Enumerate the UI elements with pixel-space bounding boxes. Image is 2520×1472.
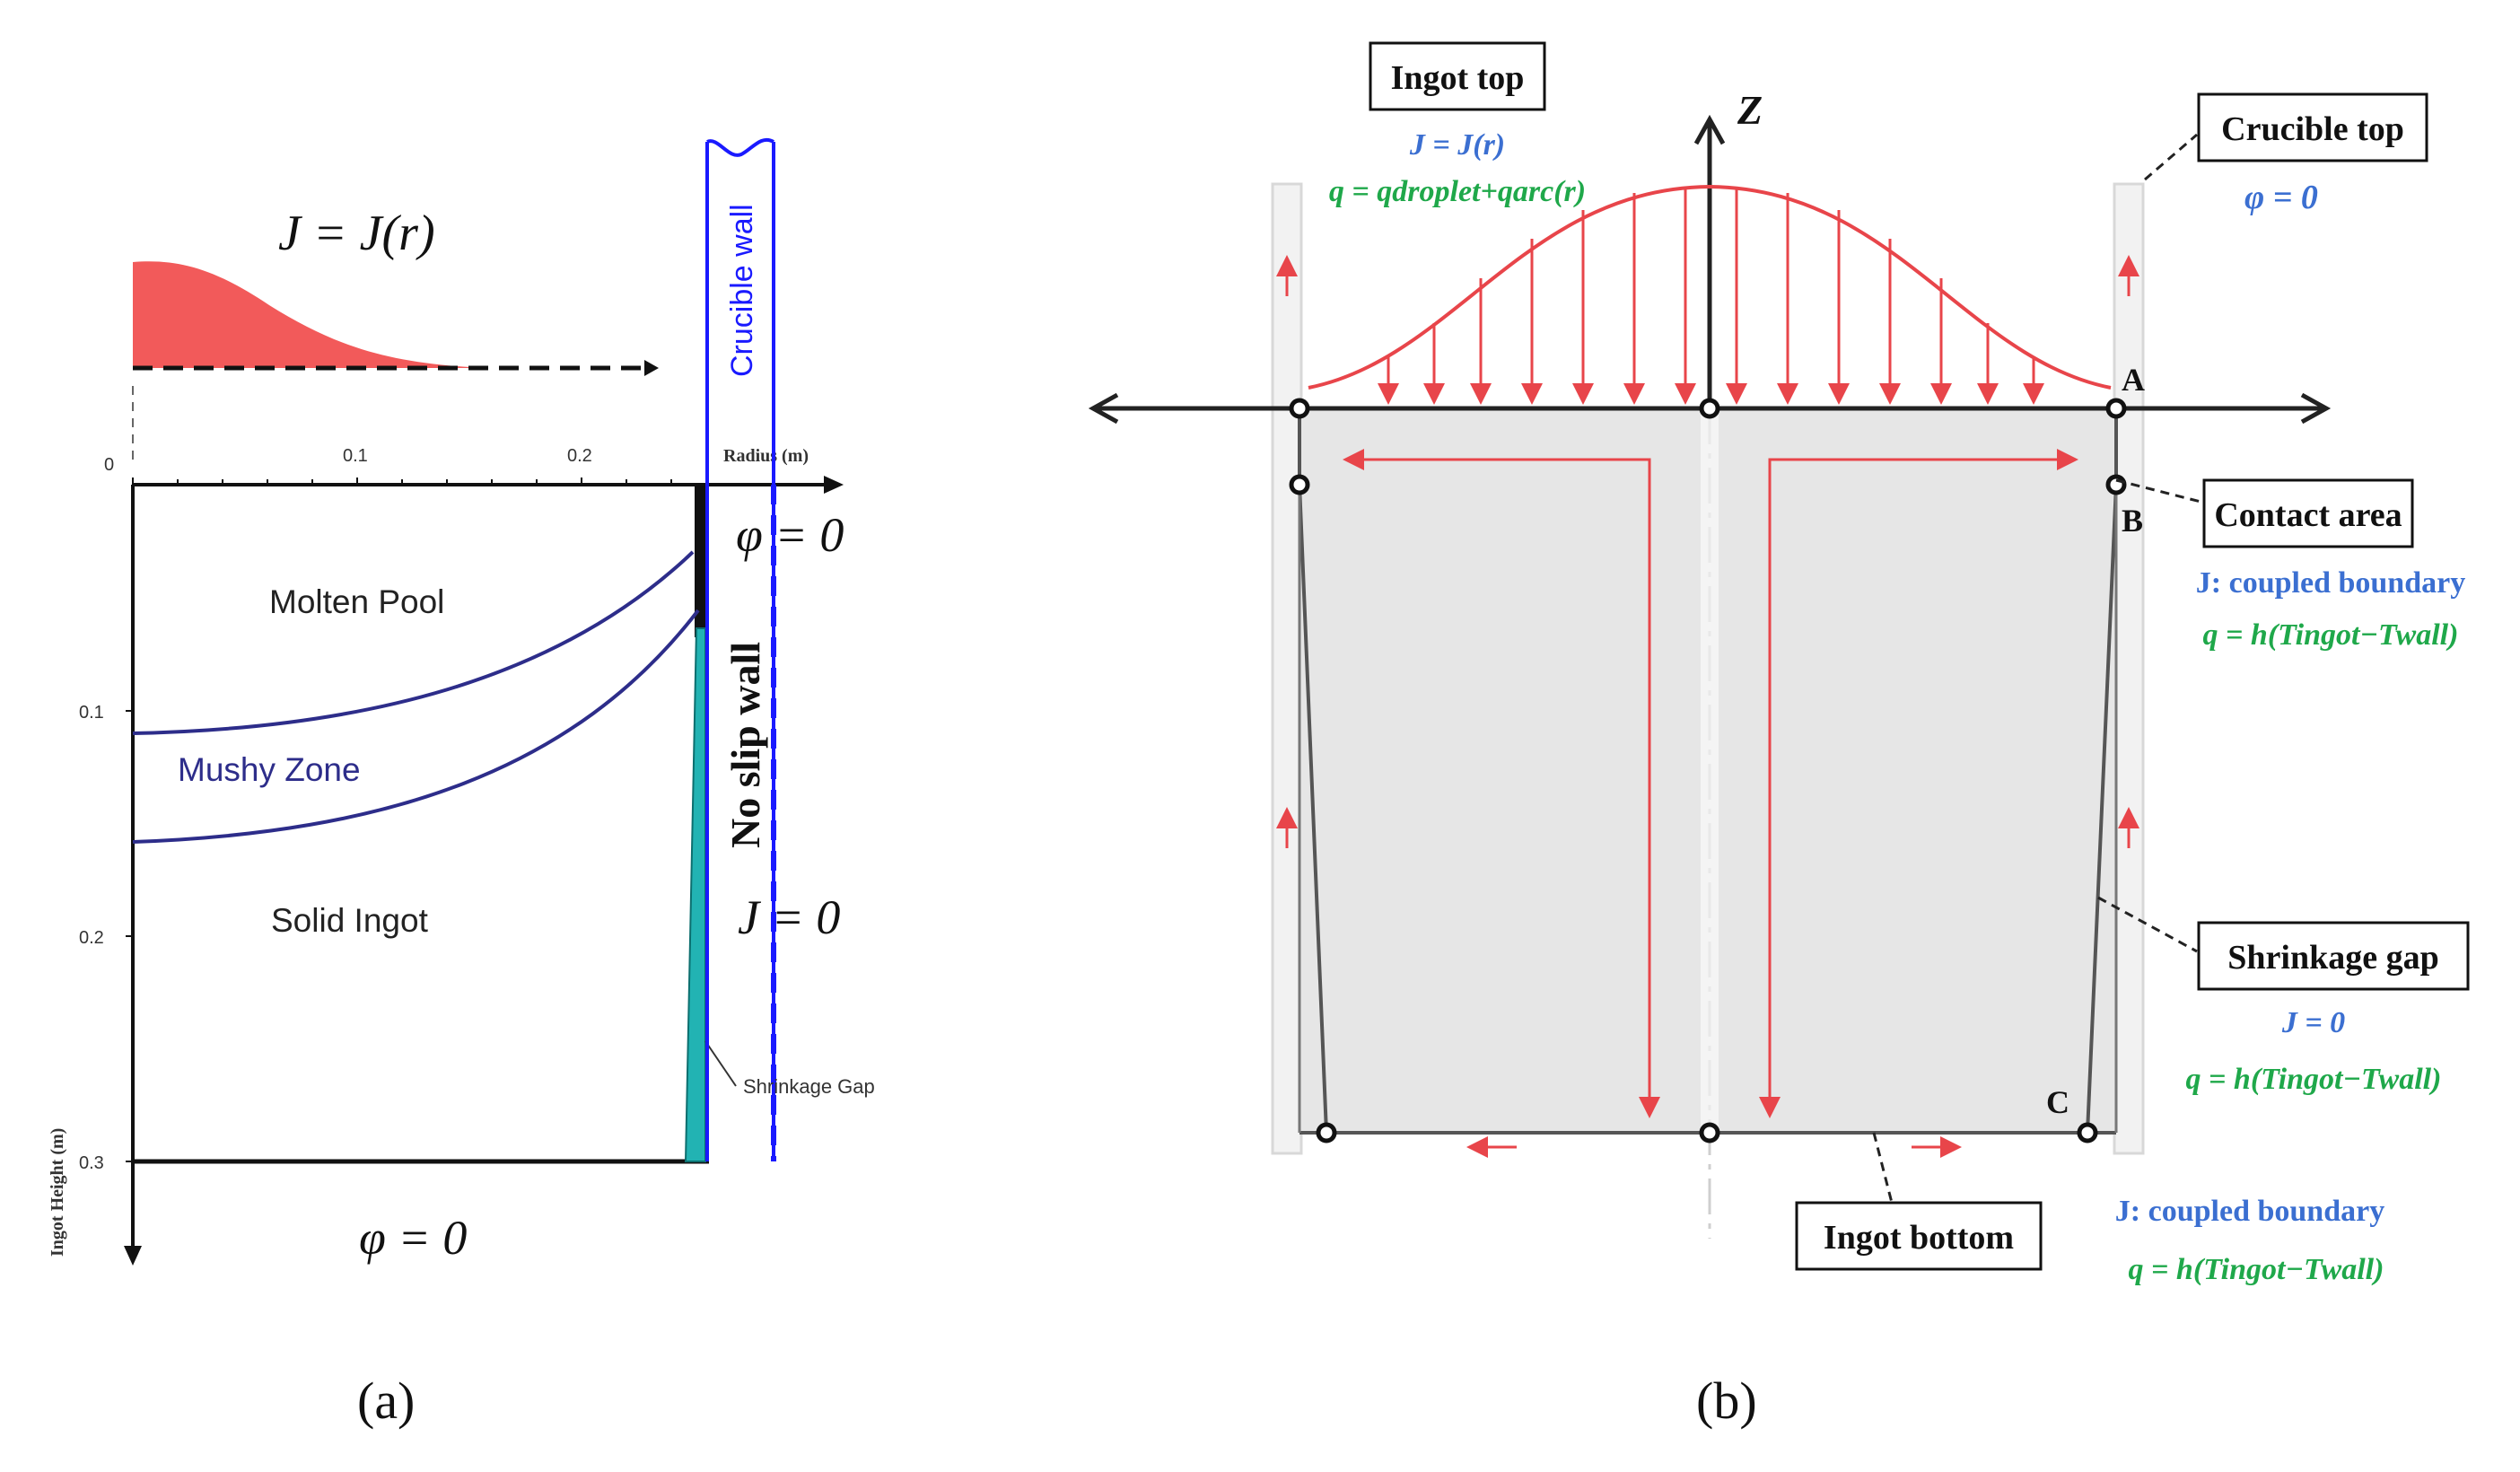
top-wall-stub xyxy=(695,485,705,637)
current-density-profile xyxy=(133,261,485,368)
crucible-wall-label: Crucible wall xyxy=(725,204,759,377)
j-function-label: J = J(r) xyxy=(278,206,435,261)
height-axis-label: Ingot Height (m) xyxy=(48,1128,67,1257)
crucible-left-wall xyxy=(1271,182,1303,1155)
x-tick-1: 0.1 xyxy=(343,446,368,466)
ingot-bottom-label: Ingot bottom xyxy=(1824,1219,2014,1257)
ingot-top-label: Ingot top xyxy=(1391,59,1525,97)
y-tick-3: 0.3 xyxy=(79,1153,104,1173)
ingot-bottom-j: J: coupled boundary xyxy=(2115,1195,2384,1228)
shrinkage-gap-q: q = h(Tingot−Twall) xyxy=(2186,1063,2442,1096)
x-tick-0: 0 xyxy=(104,455,114,475)
shrinkage-gap xyxy=(684,627,706,1162)
ingot-bottom-q: q = h(Tingot−Twall) xyxy=(2129,1253,2384,1286)
y-tick-2: 0.2 xyxy=(79,928,104,948)
caption-b: (b) xyxy=(1696,1371,1757,1430)
mushy-zone-label: Mushy Zone xyxy=(178,751,361,788)
phi-top-label: φ = 0 xyxy=(736,508,844,562)
flow-arrows xyxy=(1343,449,2078,1158)
radius-axis-label: Radius (m) xyxy=(723,446,809,466)
solid-ingot-label: Solid Ingot xyxy=(271,902,429,939)
crucible-top-label: Crucible top xyxy=(2221,110,2404,148)
x-tick-2: 0.2 xyxy=(567,446,592,466)
z-axis-label: Z xyxy=(1737,87,1763,133)
no-slip-wall-label: No slip wall xyxy=(722,642,768,848)
shrinkage-gap-label: Shrinkage Gap xyxy=(743,1075,875,1098)
ingot-top-j: J = J(r) xyxy=(1409,128,1505,162)
molten-pool-label: Molten Pool xyxy=(269,583,444,620)
heat-flux-arrows xyxy=(1378,188,2044,405)
contact-area-label: Contact area xyxy=(2214,496,2402,534)
shrinkage-gap-box-label: Shrinkage gap xyxy=(2227,939,2438,977)
contact-area-j: J: coupled boundary xyxy=(2196,566,2465,600)
point-a-label: A xyxy=(2122,362,2145,398)
contact-area-q: q = h(Tingot−Twall) xyxy=(2203,618,2459,652)
liquidus-line xyxy=(132,550,695,735)
boundary-points xyxy=(1289,398,2127,1143)
y-tick-1: 0.1 xyxy=(79,703,104,723)
panel-a: J = J(r) 0 0.1 0.2 Radius (m) 0.1 0.2 0.… xyxy=(48,137,875,1430)
shrinkage-gap-j: J = 0 xyxy=(2281,1006,2345,1039)
point-c-label: C xyxy=(2046,1084,2069,1120)
caption-a: (a) xyxy=(357,1371,415,1430)
point-b-label: B xyxy=(2122,503,2143,539)
solidus-line xyxy=(132,609,700,844)
crucible-right-wall xyxy=(2113,182,2145,1155)
panel-b: Z xyxy=(1088,41,2470,1430)
j-zero-label: J = 0 xyxy=(738,890,840,944)
ingot-top-q: q = qdroplet+qarc(r) xyxy=(1329,175,1586,208)
crucible-top-phi: φ = 0 xyxy=(2244,179,2318,216)
phi-bottom-label: φ = 0 xyxy=(359,1211,467,1265)
